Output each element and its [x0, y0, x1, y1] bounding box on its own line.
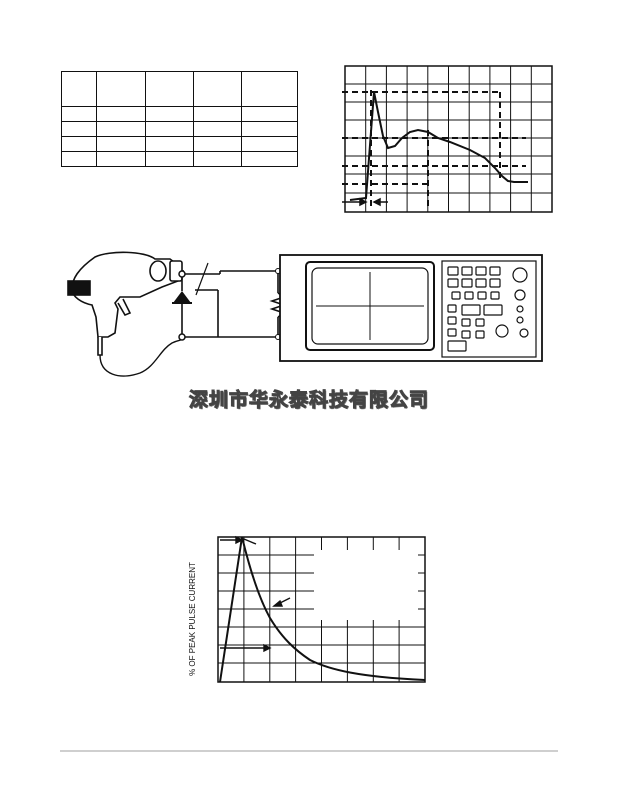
esd-gun-icon [67, 251, 183, 356]
table-row [61, 121, 298, 137]
spec-table [61, 71, 298, 167]
chart-arrows [220, 535, 291, 653]
esd-waveform-graph [342, 65, 553, 213]
pulse-waveform-chart [217, 535, 426, 683]
graph-arrows [342, 197, 388, 207]
footer-divider [60, 750, 558, 752]
tvs-diode-icon [172, 262, 209, 341]
table-row [61, 136, 298, 152]
y-axis-label: % OF PEAK PULSE CURRENT [188, 562, 197, 676]
legend-blank-area [314, 550, 418, 620]
ground-cable [99, 336, 184, 377]
test-setup-diagram [67, 251, 543, 377]
circuit-wires [181, 270, 279, 338]
table-row [61, 106, 298, 122]
table-header-row [61, 71, 298, 107]
esd-pulse-curve [349, 91, 528, 201]
table-row [61, 151, 298, 167]
graph-dashed-markers [342, 90, 526, 210]
pulse-curve [219, 536, 426, 683]
company-watermark: 深圳市华永泰科技有限公司 [188, 389, 429, 412]
oscilloscope-icon [279, 254, 543, 362]
